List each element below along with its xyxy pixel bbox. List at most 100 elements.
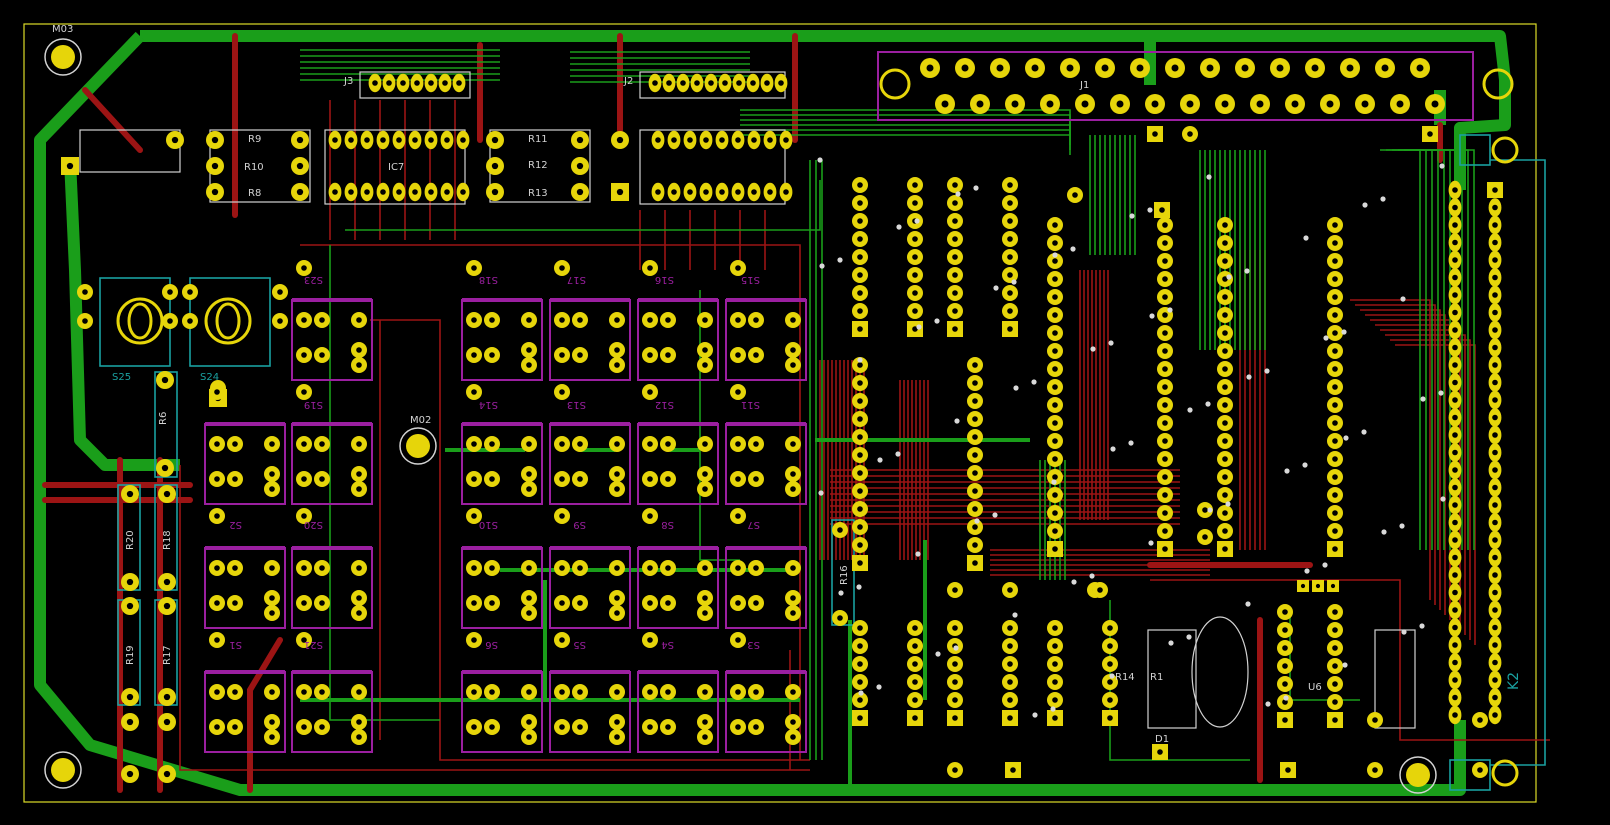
pad-drill bbox=[364, 189, 370, 195]
via bbox=[1013, 385, 1019, 391]
via bbox=[1304, 568, 1310, 574]
pad-drill bbox=[702, 719, 708, 725]
pad-drill bbox=[1052, 240, 1058, 246]
pad-drill bbox=[857, 470, 863, 476]
pad-drill bbox=[735, 389, 741, 395]
pad-drill bbox=[1052, 348, 1058, 354]
pad-drill bbox=[1052, 366, 1058, 372]
pad-drill bbox=[972, 542, 978, 548]
pad-drill bbox=[1332, 456, 1338, 462]
pad-drill bbox=[708, 80, 714, 86]
j1-mount-right bbox=[1482, 68, 1514, 100]
pad-drill bbox=[1222, 438, 1228, 444]
pad-drill bbox=[1452, 309, 1458, 316]
pad-drill bbox=[1162, 384, 1168, 390]
pad-drill bbox=[614, 565, 620, 571]
pad-drill bbox=[1052, 402, 1058, 408]
pad-drill bbox=[414, 80, 420, 86]
pad-drill bbox=[614, 595, 620, 601]
pad-drill bbox=[412, 189, 418, 195]
pot-s25-body bbox=[116, 297, 164, 345]
via bbox=[1167, 307, 1173, 313]
switch-label-s13: S13 bbox=[567, 399, 586, 410]
pad-drill bbox=[857, 182, 863, 188]
pad-drill bbox=[1162, 348, 1168, 354]
pad-drill bbox=[489, 441, 495, 447]
pad-drill bbox=[952, 715, 958, 721]
pad-drill bbox=[790, 441, 796, 447]
pad-drill bbox=[269, 595, 275, 601]
pad-drill bbox=[1492, 484, 1498, 491]
via bbox=[1343, 435, 1349, 441]
pad-drill bbox=[1162, 420, 1168, 426]
pad-drill bbox=[790, 347, 796, 353]
pad-drill bbox=[460, 189, 466, 195]
pad-drill bbox=[1046, 100, 1054, 108]
pad-drill bbox=[1492, 694, 1498, 701]
pad-drill bbox=[1162, 240, 1168, 246]
label-r14: R14 bbox=[1115, 672, 1135, 683]
pad-drill bbox=[232, 441, 238, 447]
signal-trace bbox=[1390, 339, 1471, 640]
pad-drill bbox=[614, 471, 620, 477]
pad-drill bbox=[1452, 589, 1458, 596]
via bbox=[1128, 440, 1134, 446]
label-r20: R20 bbox=[125, 530, 136, 550]
pad-drill bbox=[301, 724, 307, 730]
pad-drill bbox=[1007, 218, 1013, 224]
pad-drill bbox=[1222, 402, 1228, 408]
pad-drill bbox=[559, 565, 565, 571]
pad-drill bbox=[1332, 609, 1338, 615]
pad-drill bbox=[1492, 449, 1498, 456]
pad-drill bbox=[857, 524, 863, 530]
pad-drill bbox=[1431, 100, 1439, 108]
pad-drill bbox=[972, 470, 978, 476]
pad-drill bbox=[1452, 572, 1458, 578]
via bbox=[1440, 496, 1446, 502]
pad-drill bbox=[1052, 697, 1058, 703]
pad-drill bbox=[1222, 276, 1228, 282]
pad-drill bbox=[163, 770, 171, 778]
via bbox=[1362, 202, 1368, 208]
pad-drill bbox=[952, 182, 958, 188]
pad-drill bbox=[1452, 204, 1458, 211]
pad-drill bbox=[837, 527, 843, 533]
pad-drill bbox=[471, 513, 477, 519]
pad-drill bbox=[783, 189, 789, 195]
label-r10: R10 bbox=[244, 162, 264, 173]
pad-drill bbox=[702, 610, 708, 616]
pad-drill bbox=[1416, 64, 1424, 72]
pad-drill bbox=[526, 471, 532, 477]
via bbox=[1380, 196, 1386, 202]
pad-drill bbox=[1101, 64, 1109, 72]
signal-trace bbox=[740, 134, 1071, 155]
via bbox=[1283, 695, 1289, 701]
pad-drill bbox=[857, 398, 863, 404]
pad-drill bbox=[1332, 348, 1338, 354]
via bbox=[1342, 662, 1348, 668]
pad-drill bbox=[1222, 366, 1228, 372]
switch-label-s19: S19 bbox=[304, 399, 323, 410]
pad-drill bbox=[1222, 312, 1228, 318]
pad-drill bbox=[735, 513, 741, 519]
pad-drill bbox=[1222, 240, 1228, 246]
signal-trace bbox=[345, 180, 821, 231]
pad-drill bbox=[1452, 432, 1458, 438]
pad-drill bbox=[1492, 187, 1498, 193]
pad-drill bbox=[647, 565, 653, 571]
pad-drill bbox=[1276, 64, 1284, 72]
pad-drill bbox=[972, 362, 978, 368]
pad-drill bbox=[1452, 239, 1458, 246]
pad-drill bbox=[1162, 222, 1168, 228]
pad-drill bbox=[751, 189, 757, 195]
pad-drill bbox=[996, 64, 1004, 72]
pad-drill bbox=[1452, 362, 1458, 368]
pad-drill bbox=[1116, 100, 1124, 108]
via bbox=[877, 457, 883, 463]
pad-drill bbox=[163, 578, 171, 586]
pad-drill bbox=[428, 80, 434, 86]
switch-label-s9: S9 bbox=[573, 519, 586, 530]
potentiometers bbox=[116, 297, 252, 345]
pad-drill bbox=[972, 434, 978, 440]
